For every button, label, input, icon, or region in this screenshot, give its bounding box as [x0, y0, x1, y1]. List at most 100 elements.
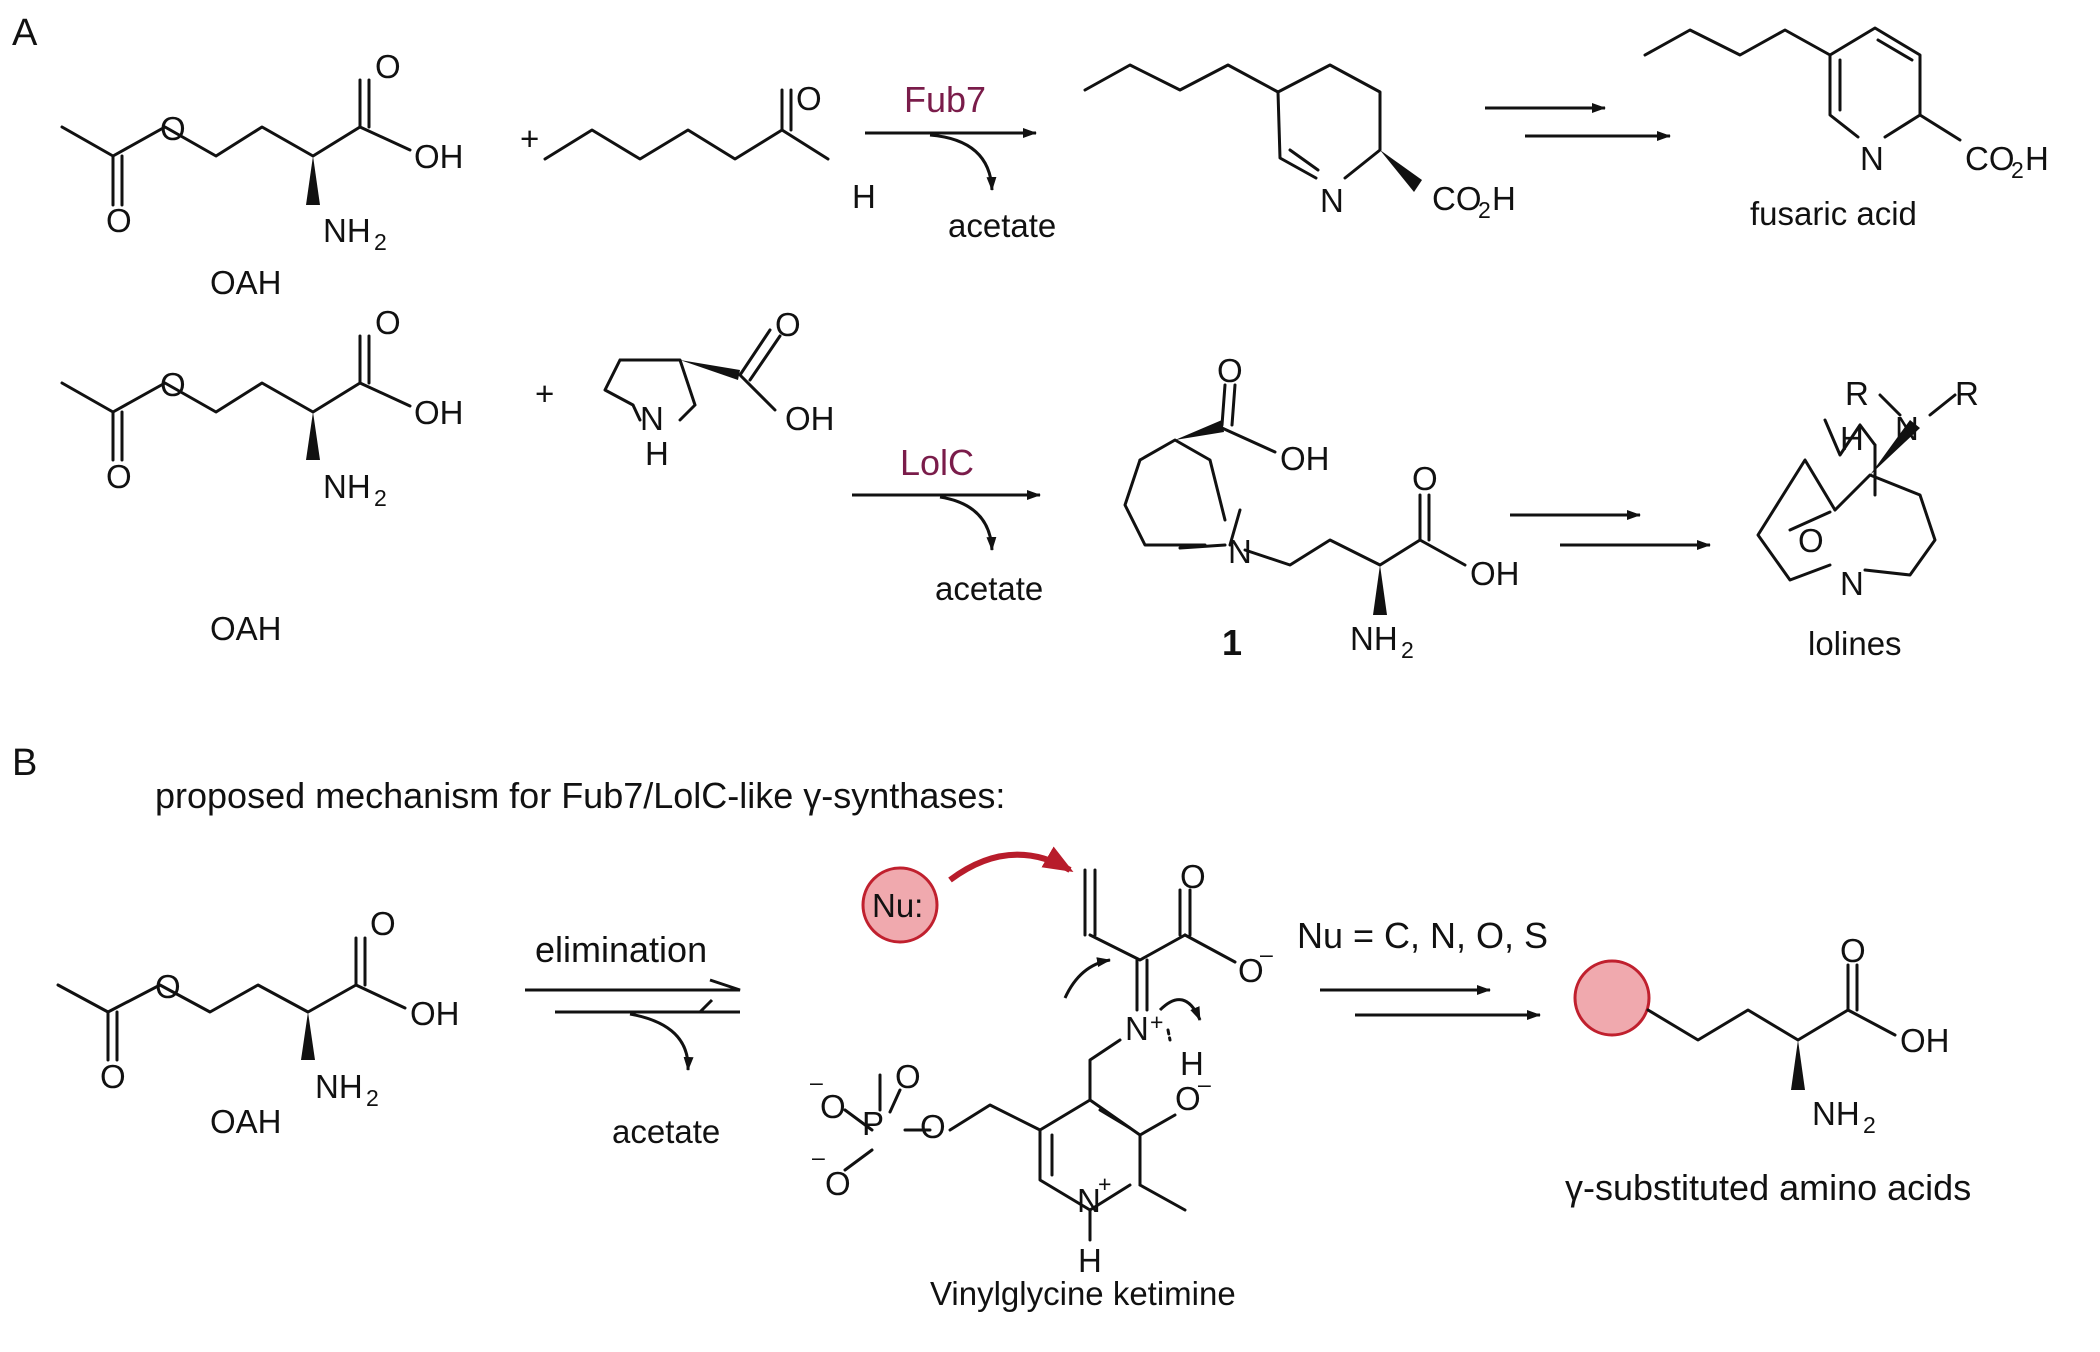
svg-text:OH: OH [785, 400, 835, 437]
nucleophile-circle [861, 866, 939, 944]
svg-text:O: O [1238, 952, 1264, 989]
svg-text:CO: CO [1965, 140, 2015, 177]
oah-label-2: OAH [210, 610, 282, 647]
svg-text:O: O [895, 1058, 921, 1095]
acetate-release-arrow-1 [929, 133, 997, 191]
oah-label-1: OAH [210, 264, 282, 301]
compound-number-1: 1 [1222, 622, 1242, 663]
plus-sign-2: + [535, 375, 554, 412]
svg-text:R: R [1955, 375, 1979, 412]
oah-structure-3: O O O OH NH 2 [56, 905, 460, 1111]
svg-text:H: H [645, 435, 669, 472]
fub7-product-structure: N CO 2 H [1083, 63, 1516, 223]
oah-structure-2: O O O OH NH 2 [60, 304, 464, 511]
svg-text:O: O [796, 80, 822, 117]
panel-b-label: B [12, 742, 37, 784]
svg-text:N: N [1895, 410, 1919, 447]
svg-text:R: R [1845, 375, 1869, 412]
nucleophile-label: Nu: [872, 887, 923, 924]
nucleophilic-attack-arrow [948, 846, 1074, 883]
svg-text:OH: OH [410, 995, 460, 1032]
svg-text:O: O [1217, 352, 1243, 389]
compound-1-structure: O OH N O OH NH 2 [1123, 352, 1520, 663]
svg-text:2: 2 [374, 229, 387, 255]
svg-text:O: O [820, 1088, 846, 1125]
acetate-label-2: acetate [935, 570, 1043, 607]
vinylglycine-ketimine-structure: O O – N + H O – N + H P O O O – O – [810, 858, 1273, 1279]
svg-text:P: P [862, 1105, 884, 1142]
enzyme-fub7: Fub7 [904, 79, 986, 120]
svg-text:OH: OH [414, 394, 464, 431]
svg-text:O: O [375, 48, 401, 85]
acetate-label-1: acetate [948, 207, 1056, 244]
svg-text:O: O [106, 202, 132, 239]
svg-text:N: N [1077, 1182, 1101, 1219]
svg-text:O: O [375, 304, 401, 341]
svg-text:H: H [2025, 140, 2049, 177]
svg-text:O: O [775, 306, 801, 343]
svg-text:–: – [812, 1144, 825, 1170]
svg-text:+: + [1150, 1009, 1163, 1035]
panel-a-label: A [12, 12, 38, 54]
acetate-release-arrow-2 [939, 495, 997, 551]
svg-text:H: H [1840, 420, 1864, 457]
svg-text:NH: NH [1812, 1095, 1860, 1132]
fusaric-acid-structure: N CO 2 H [1643, 26, 2049, 183]
svg-text:+: + [1098, 1171, 1111, 1197]
svg-text:O: O [370, 905, 396, 942]
svg-text:N: N [1840, 565, 1864, 602]
oah-label-3: OAH [210, 1103, 282, 1140]
svg-text:OH: OH [1280, 440, 1330, 477]
svg-text:N: N [1860, 140, 1884, 177]
svg-text:O: O [1840, 932, 1866, 969]
svg-text:–: – [1198, 1071, 1211, 1097]
proline-structure: N H O OH [603, 306, 835, 472]
nucleophile-definition: Nu = C, N, O, S [1297, 915, 1548, 956]
svg-text:O: O [825, 1165, 851, 1202]
svg-text:H: H [1180, 1045, 1204, 1082]
svg-text:O: O [1180, 858, 1206, 895]
gamma-amino-acid-structure: O OH NH 2 [1646, 932, 1950, 1138]
hexanal-structure: O H [543, 80, 876, 215]
svg-text:NH: NH [323, 468, 371, 505]
intermediate-label: Vinylglycine ketimine [930, 1275, 1236, 1312]
svg-text:O: O [160, 366, 186, 403]
svg-text:–: – [810, 1069, 823, 1095]
svg-text:O: O [920, 1108, 946, 1145]
product-label-b: γ-substituted amino acids [1565, 1167, 1971, 1208]
svg-text:H: H [1078, 1242, 1102, 1279]
svg-text:N: N [640, 400, 664, 437]
substituent-circle [1573, 959, 1651, 1037]
fusaric-acid-label: fusaric acid [1750, 195, 1917, 232]
svg-text:2: 2 [374, 485, 387, 511]
svg-text:NH: NH [315, 1068, 363, 1105]
svg-text:2: 2 [1478, 197, 1491, 223]
svg-text:2: 2 [1863, 1112, 1876, 1138]
lolines-label: lolines [1808, 625, 1902, 662]
acetate-label-3: acetate [612, 1113, 720, 1150]
svg-text:NH: NH [323, 212, 371, 249]
svg-text:OH: OH [1900, 1022, 1950, 1059]
svg-text:–: – [1260, 941, 1273, 967]
elimination-label: elimination [535, 929, 707, 970]
svg-text:O: O [100, 1058, 126, 1095]
svg-text:O: O [1412, 460, 1438, 497]
svg-text:N: N [1228, 533, 1252, 570]
svg-text:O: O [106, 458, 132, 495]
oah-structure-1: O O O OH NH 2 [60, 48, 464, 255]
svg-text:O: O [155, 968, 181, 1005]
svg-text:H: H [1492, 180, 1516, 217]
acetate-release-arrow-3 [629, 1012, 694, 1071]
svg-text:H: H [852, 178, 876, 215]
svg-text:OH: OH [1470, 555, 1520, 592]
svg-text:N: N [1125, 1010, 1149, 1047]
plus-sign-1: + [520, 120, 539, 157]
mechanism-title: proposed mechanism for Fub7/LolC-like γ-… [155, 775, 1005, 816]
svg-text:2: 2 [366, 1085, 379, 1111]
svg-text:O: O [160, 110, 186, 147]
enzyme-lolc: LolC [900, 442, 974, 483]
svg-text:2: 2 [2011, 157, 2024, 183]
svg-text:OH: OH [414, 138, 464, 175]
svg-text:CO: CO [1432, 180, 1482, 217]
